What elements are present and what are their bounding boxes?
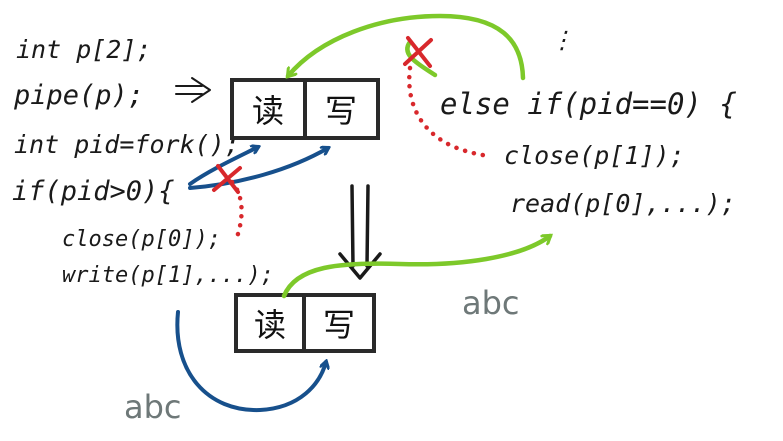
code-line-int-p: int p[2]; (16, 35, 151, 64)
code-ellipsis: ⋮ (550, 26, 574, 54)
child-close-dotted (407, 65, 493, 159)
code-line-close-write: close(p[1]); (504, 141, 685, 170)
child-fd-arrow-top (288, 13, 526, 81)
close-x-icon-child (403, 36, 433, 68)
code-line-close-read: close(p[0]); (62, 227, 221, 252)
close-x-icon-parent (212, 164, 242, 194)
closed-fd-dotted-lines (229, 65, 493, 243)
abc-label-right: abc (462, 284, 520, 322)
pipe-box-top: 读 写 (230, 78, 380, 140)
parent-fd-arrows (188, 147, 328, 190)
code-line-pipe: pipe(p); (13, 80, 144, 111)
code-line-else-if-child: else if(pid==0) { (440, 87, 737, 121)
parent-close-dotted (229, 179, 244, 243)
pipe-box-bottom: 读 写 (234, 293, 376, 353)
parent-write-fd-arrow (188, 148, 328, 190)
code-line-write: write(p[1],...); (62, 263, 274, 288)
child-code: ⋮ else if(pid==0) { close(p[1]); read(p[… (440, 26, 737, 218)
code-line-read: read(p[0],...); (510, 189, 736, 218)
code-line-if-parent: if(pid>0){ (12, 176, 175, 207)
abc-label-bottom: abc (124, 388, 182, 426)
pipe-bottom-read-label: 读 (254, 306, 286, 344)
write-data-arrow (175, 310, 326, 413)
pipe-bottom-write-label: 写 (323, 306, 355, 344)
parent-code: int p[2]; pipe(p); int pid=fork(); if(pi… (12, 35, 274, 288)
pipe-top-read-label: 读 (252, 92, 284, 130)
read-data-arrow (281, 233, 550, 299)
code-line-fork: int pid=fork(); (14, 130, 240, 159)
pipe-top-write-label: 写 (325, 92, 357, 130)
double-arrow-icon (175, 77, 211, 103)
parent-read-fd-arrow (188, 147, 258, 186)
